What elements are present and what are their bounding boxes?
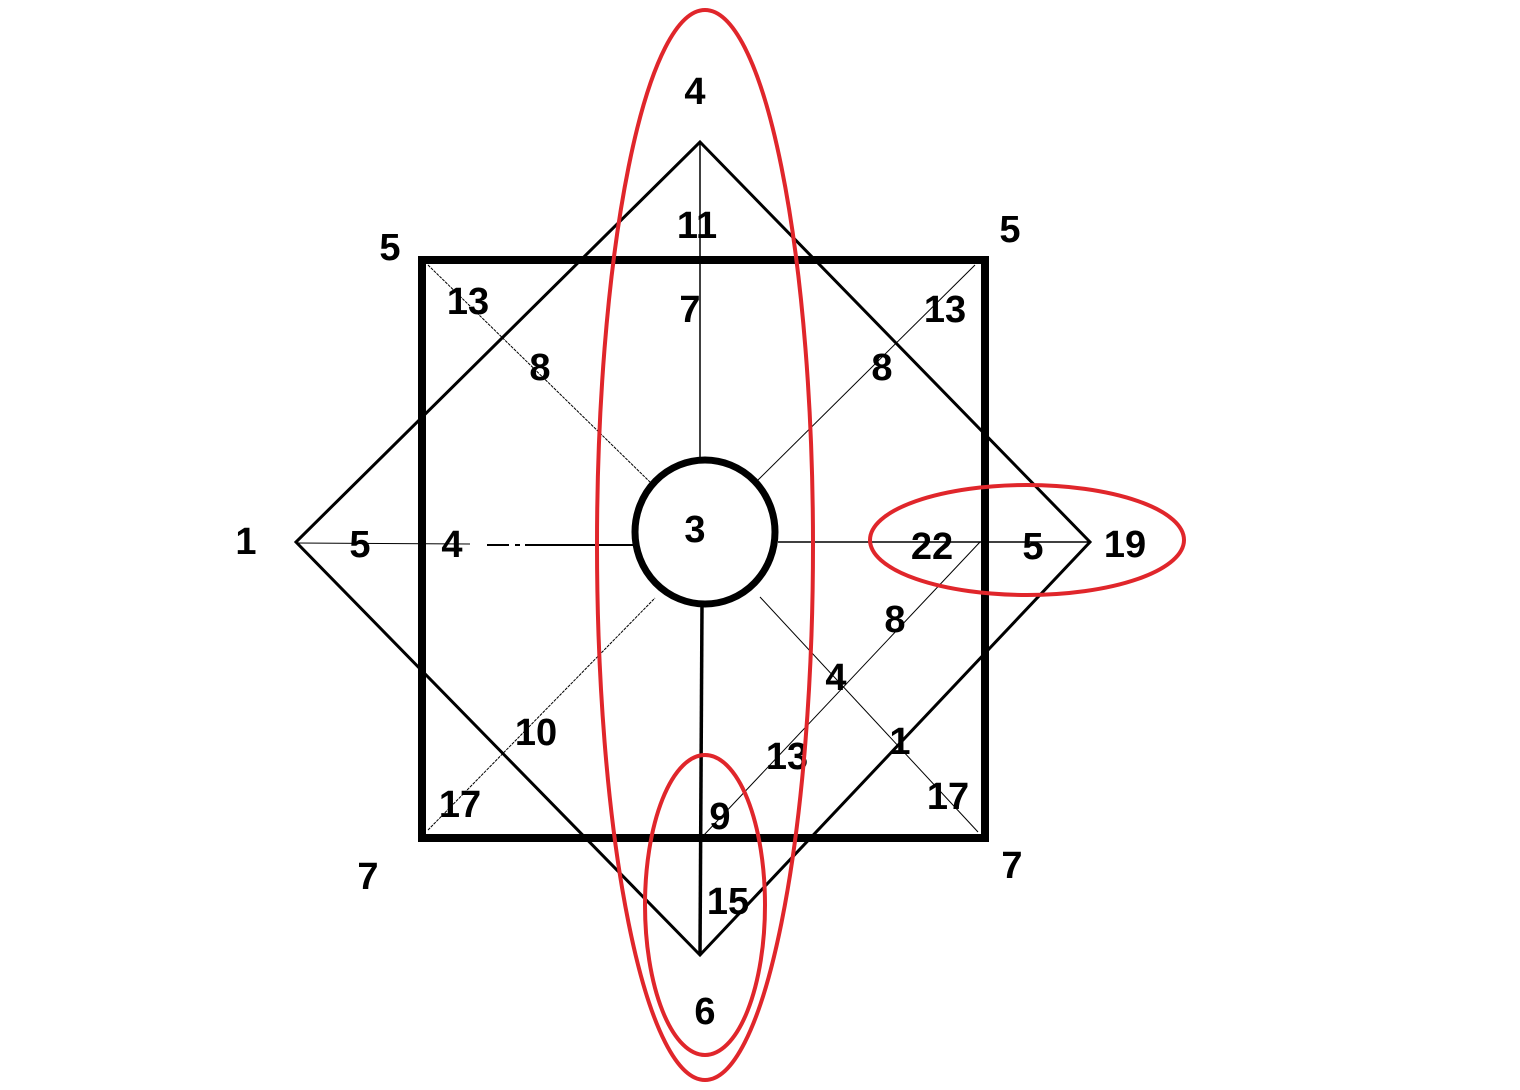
label-bl-10: 10 [515,712,557,754]
label-b-15: 15 [707,881,749,923]
label-left-5: 5 [349,524,370,566]
label-top-11: 11 [677,205,717,247]
thin-lines [295,142,1090,956]
highlight-bottom-ellipse [643,753,767,1057]
highlight-right-ellipse [868,483,1186,597]
highlight-vertical-ellipse [595,8,815,1082]
label-br-17: 17 [927,776,969,818]
label-right-5: 5 [1022,526,1043,568]
label-br-8: 8 [884,599,905,641]
spoke-left-outer [295,542,471,545]
label-corner-br: 7 [1001,845,1022,887]
diag-right-to-bottom [703,541,981,836]
diag-tl [427,264,653,485]
label-corner-tr: 5 [999,209,1020,251]
label-bottom-outer: 6 [694,991,715,1033]
label-tr-13: 13 [924,289,966,331]
label-right-22: 22 [911,526,953,568]
square [418,256,989,842]
label-corner-bl: 7 [357,856,378,898]
diag-bl [427,597,656,831]
diamond [293,139,1093,958]
label-center: 3 [684,509,705,551]
label-tl-8: 8 [529,347,550,389]
spoke-bottom [698,604,704,956]
center-circle [631,456,779,608]
label-corner-tl: 5 [379,227,400,269]
label-br-4: 4 [825,657,846,699]
label-left-outer: 1 [235,521,256,563]
label-bl-17: 17 [439,784,481,826]
highlights [595,8,1186,1082]
label-top-7: 7 [679,289,700,331]
label-tl-13: 13 [447,281,489,323]
label-b-9: 9 [709,796,730,838]
label-br-1: 1 [889,721,910,763]
diag-tr [757,264,976,481]
label-top-outer: 4 [684,71,705,113]
label-right-outer: 19 [1104,524,1146,566]
label-tr-8: 8 [871,347,892,389]
label-left-4: 4 [441,524,462,566]
diag-br [759,596,979,833]
